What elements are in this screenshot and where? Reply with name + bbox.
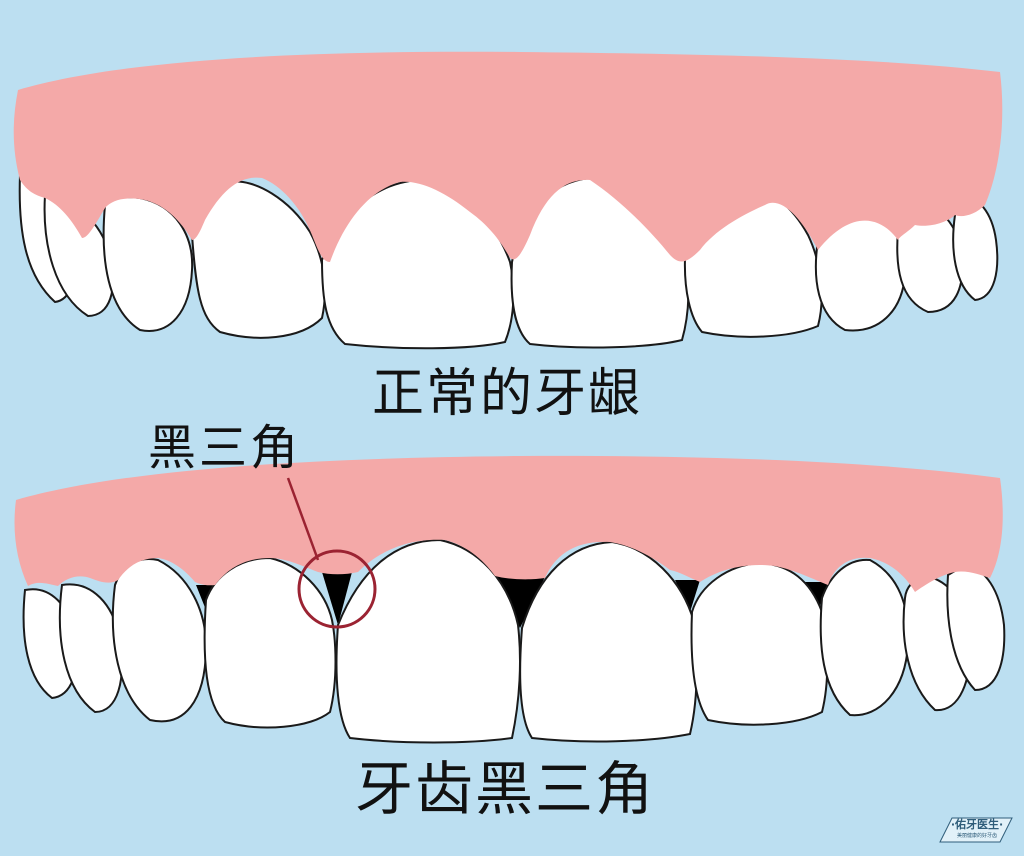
watermark-shape: [939, 817, 1013, 843]
bt-tooth-left-5: [203, 556, 337, 729]
normal-gum-arch: [13, 51, 1003, 350]
black-triangle-gap: [492, 575, 546, 628]
watermark-label: ·佑牙医生·: [950, 818, 1004, 831]
receded-gum: [14, 455, 1003, 592]
watermark: ·佑牙医生· 美丽健康的好牙齿: [936, 812, 1018, 846]
black-triangle-gap: [805, 582, 830, 610]
black-triangle-gap: [322, 572, 352, 625]
bt-tooth-left-7: [58, 583, 123, 714]
callout-circle: [297, 549, 377, 629]
black-triangle-arch: [14, 455, 1006, 744]
bt-tooth-left-6: [111, 558, 208, 723]
bt-tooth-right-8: [946, 563, 1006, 692]
callout-leader-line: [286, 477, 320, 561]
caption-normal-gum: 正常的牙龈: [372, 364, 643, 424]
black-triangle-gaps: [196, 572, 830, 628]
caption-black-triangle-teeth: 牙齿黑三角: [355, 755, 656, 823]
black-triangle-teeth-row: [22, 538, 1006, 744]
caption-callout-label: 黑三角: [148, 420, 302, 476]
watermark-subtitle: 美丽健康的好牙齿: [956, 833, 997, 839]
bt-tooth-right-5: [690, 561, 829, 726]
normal-gum: [13, 51, 1003, 263]
black-triangle-gap: [675, 580, 700, 612]
